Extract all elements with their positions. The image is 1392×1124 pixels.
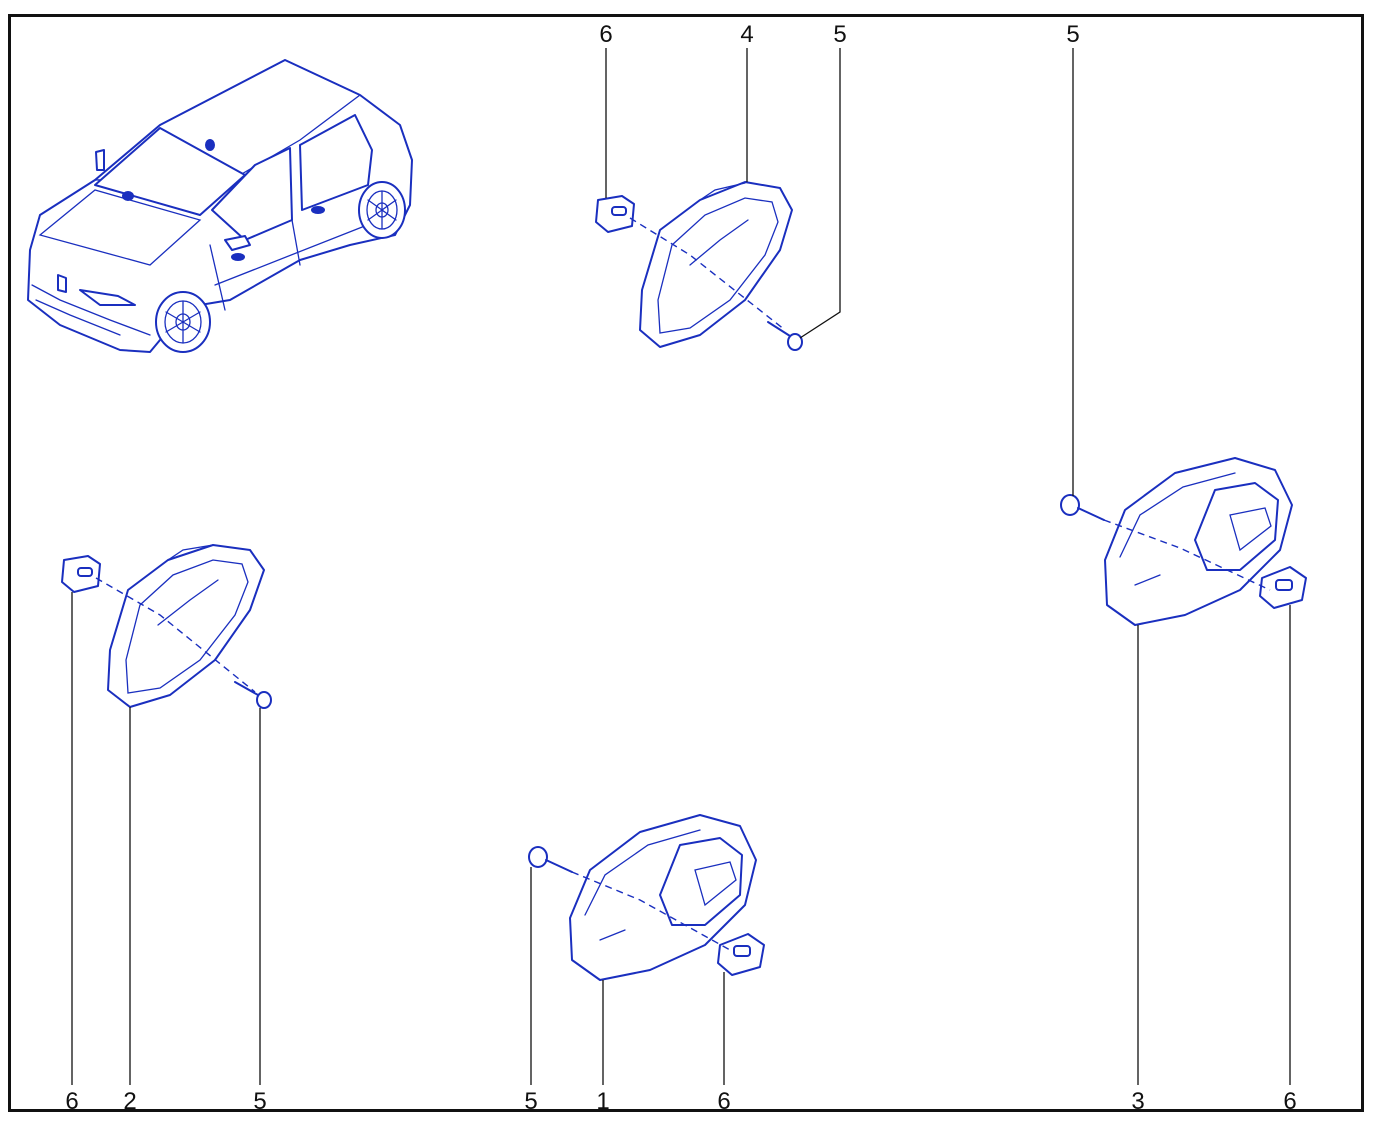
center-screw-part <box>528 846 573 873</box>
callout-center-handle: 1 <box>596 1088 609 1115</box>
callout-left-clip: 6 <box>65 1088 78 1115</box>
callout-center-clip: 6 <box>717 1088 730 1115</box>
right-screw-part <box>1060 494 1105 521</box>
callout-top-clip: 6 <box>599 21 612 48</box>
left-clip-part <box>61 555 101 593</box>
car-illustration <box>27 59 413 353</box>
callout-right-handle: 3 <box>1131 1088 1144 1115</box>
center-handle-part <box>569 814 757 981</box>
right-assembly <box>1060 457 1307 626</box>
left-screw-part <box>234 681 272 709</box>
callout-top-screw: 5 <box>833 21 846 48</box>
callout-right-clip: 6 <box>1283 1088 1296 1115</box>
diagram-frame <box>8 14 1364 1112</box>
callout-left-screw: 5 <box>253 1088 266 1115</box>
top-clip-part <box>595 195 635 233</box>
callout-top-handle: 4 <box>740 21 753 48</box>
center-bottom-assembly <box>528 814 765 981</box>
rear-wheel <box>358 181 406 239</box>
top-handle-part <box>639 181 793 348</box>
callout-left-handle: 2 <box>123 1088 136 1115</box>
callout-center-screw: 5 <box>524 1088 537 1115</box>
right-clip-part <box>1259 566 1307 609</box>
left-handle-assembly <box>61 544 272 709</box>
left-handle-part <box>107 544 265 708</box>
top-screw-part <box>767 321 803 351</box>
callout-labels: 6 4 5 5 6 2 5 5 1 6 3 6 <box>65 21 1296 1115</box>
center-clip-part <box>717 933 765 976</box>
leader-lines <box>71 48 1291 1085</box>
right-handle-part <box>1104 457 1293 626</box>
front-wheel <box>155 291 211 353</box>
callout-right-screw: 5 <box>1066 21 1079 48</box>
top-handle-assembly <box>595 181 803 351</box>
